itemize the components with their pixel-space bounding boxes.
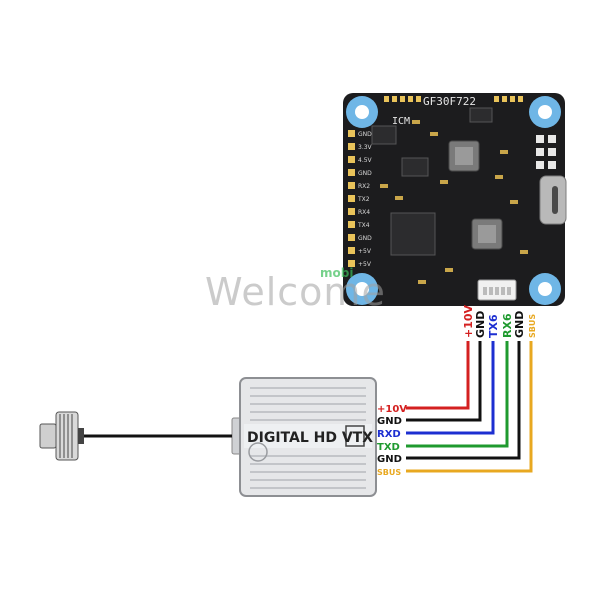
smd-components — [380, 120, 528, 284]
vtx-pin-label: GND — [377, 454, 402, 465]
flight-controller-board: GF30F722 ICM GND3.3V4.5VGNDRX2TX2RX4TX4G… — [343, 93, 567, 306]
vtx-title: DIGITAL HD VTX — [247, 430, 373, 446]
fc-pin-label: GND — [358, 235, 372, 242]
connector-pin-label: GND — [474, 311, 487, 338]
fc-pin-label: GND — [358, 131, 372, 138]
connector-pin-label: TX6 — [487, 314, 500, 338]
antenna-connector — [39, 423, 57, 449]
connector-pin-label: +10V — [462, 304, 475, 338]
fc-model-label: GF30F722 — [423, 95, 476, 108]
vtx-fins — [250, 387, 366, 489]
wire-tx6 — [406, 341, 495, 435]
connector-pin-label: RX6 — [501, 313, 514, 338]
fc-pin-label: TX2 — [357, 196, 370, 203]
mount-hole-tl — [346, 96, 378, 128]
vtx-pin-label: SBUS — [377, 468, 401, 477]
fc-pin-label: RX4 — [358, 209, 370, 216]
wire-sbus — [406, 341, 533, 473]
mount-hole-tr — [529, 96, 561, 128]
mcu-chip — [390, 212, 436, 256]
fc-pin-label: RX2 — [358, 183, 370, 190]
mount-hole-bl — [346, 273, 378, 305]
watermark-text: Welcome — [205, 270, 386, 314]
connector-pin-label: GND — [513, 311, 526, 338]
wire-10v — [406, 341, 470, 410]
vtx-pin-label: GND — [377, 416, 402, 427]
fc-pin-label: 4.5V — [358, 157, 373, 164]
fc-pin-label: GND — [358, 170, 372, 177]
fc-pin-label: TX4 — [357, 222, 370, 229]
wire-gnd-2 — [406, 341, 521, 460]
left-pads — [348, 130, 355, 267]
right-pads — [536, 135, 556, 169]
antenna — [39, 411, 232, 461]
fc-pin-label: +5V — [358, 261, 372, 268]
top-pads — [384, 96, 523, 102]
fc-pin-label: 3.3V — [358, 144, 373, 151]
wire-rx6 — [406, 341, 509, 448]
mount-hole-br — [529, 273, 561, 305]
fc-pin-label: +5V — [358, 248, 372, 255]
wire-gnd-1 — [406, 341, 482, 422]
watermark-badge: mobi — [320, 266, 354, 280]
fc-chip-label: ICM — [392, 116, 410, 127]
vtx-pin-label: TXD — [377, 442, 400, 453]
connector-pin-label: SBUS — [528, 314, 537, 338]
vtx-pin-label: RXD — [377, 429, 401, 440]
wires — [406, 341, 533, 473]
vtx-pin-label: +10V — [377, 404, 407, 415]
ic-chip-small — [371, 125, 397, 145]
